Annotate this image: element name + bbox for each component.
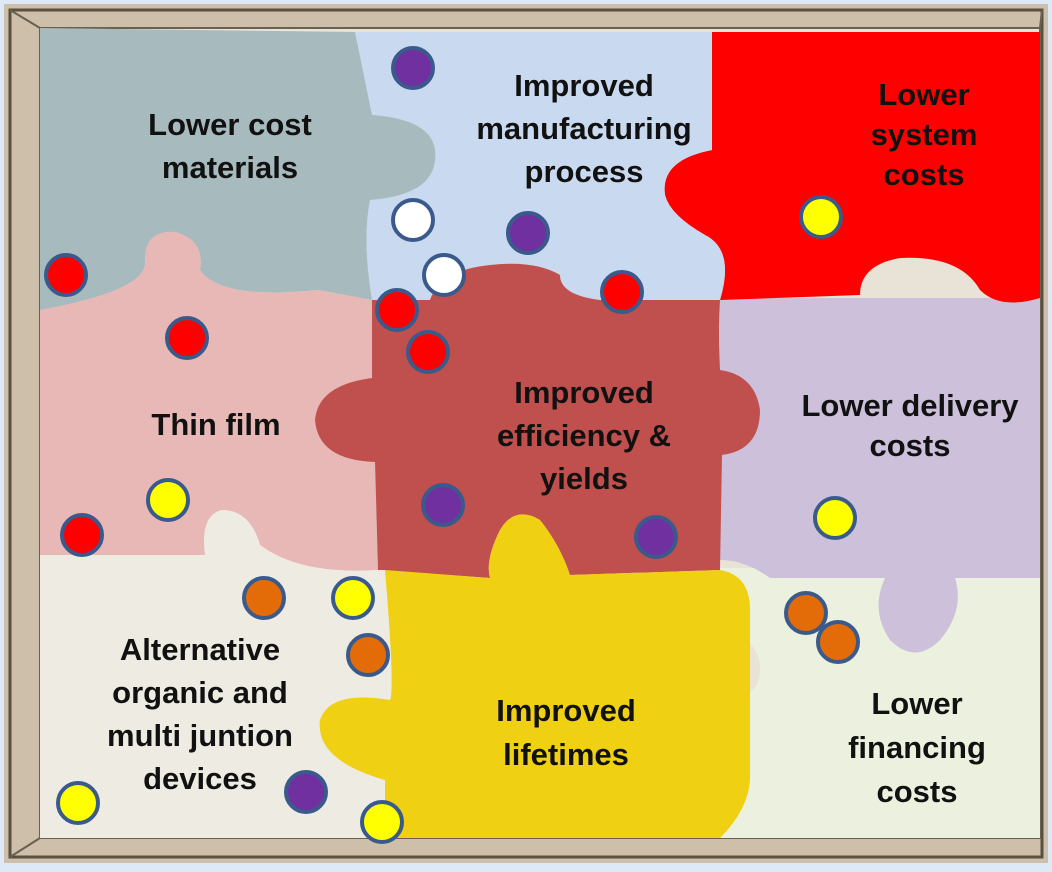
piece-label-line: system [871, 117, 978, 152]
piece-label-line: yields [540, 461, 628, 496]
dot-purple [506, 211, 550, 255]
piece-label-line: Alternative [120, 632, 280, 667]
dot-white [422, 253, 466, 297]
piece-label-line: Lower [871, 686, 962, 721]
piece-label-line: efficiency & [497, 418, 671, 453]
piece-lower-delivery-costs [718, 298, 1040, 653]
piece-lower-cost-materials [40, 28, 436, 310]
piece-label-line: Improved [514, 375, 654, 410]
piece-lower-system-costs [664, 32, 1040, 303]
piece-lower-financing-costs [705, 568, 1040, 838]
dot-orange [816, 620, 860, 664]
label-lower-financing-costs: Lower financing costs [848, 686, 986, 809]
dot-orange [784, 591, 828, 635]
dot-red [600, 270, 644, 314]
label-improved-manufacturing: Improved manufacturing process [476, 68, 691, 189]
piece-label-line: lifetimes [503, 737, 629, 772]
piece-label-line: Improved [514, 68, 654, 103]
dot-orange [242, 576, 286, 620]
piece-label-line: process [525, 154, 644, 189]
piece-label-line: costs [877, 774, 958, 809]
piece-label-line: costs [884, 157, 965, 192]
dot-yellow [56, 781, 100, 825]
piece-label-line: multi juntion [107, 718, 293, 753]
label-lower-delivery-costs: Lower delivery costs [801, 388, 1019, 463]
piece-label-line: Lower cost [148, 107, 312, 142]
dot-white [391, 198, 435, 242]
piece-label-line: financing [848, 730, 986, 765]
label-improved-lifetimes: Improved lifetimes [496, 693, 636, 772]
dot-purple [391, 46, 435, 90]
piece-label-line: Lower [878, 77, 969, 112]
dot-yellow [799, 195, 843, 239]
piece-label-line: Thin film [151, 407, 280, 442]
dot-yellow [813, 496, 857, 540]
label-lower-system-costs: Lower system costs [871, 77, 978, 192]
label-thin-film: Thin film [151, 407, 280, 442]
piece-label-line: organic and [112, 675, 288, 710]
piece-label-line: manufacturing [476, 111, 691, 146]
dots-layer [44, 46, 860, 844]
label-lower-cost-materials: Lower cost materials [148, 107, 312, 185]
piece-improved-lifetimes [319, 514, 750, 838]
dot-red [375, 288, 419, 332]
dot-purple [421, 483, 465, 527]
frame-corner-tr [1039, 9, 1043, 29]
piece-alternative-organic [40, 510, 392, 838]
label-improved-efficiency: Improved efficiency & yields [497, 375, 671, 496]
frame-outer-edge [8, 8, 1044, 859]
dot-purple [634, 515, 678, 559]
piece-improved-manufacturing [355, 32, 725, 300]
frame-corner-bl [9, 837, 41, 858]
dot-orange [346, 633, 390, 677]
dot-red [60, 513, 104, 557]
dot-yellow [146, 478, 190, 522]
dot-purple [284, 770, 328, 814]
piece-thin-film [40, 231, 378, 571]
dot-yellow [331, 576, 375, 620]
dot-red [44, 253, 88, 297]
frame-corner-tl [9, 9, 41, 29]
label-alternative-organic: Alternative organic and multi juntion devic… [107, 632, 293, 796]
dot-yellow [360, 800, 404, 844]
dot-red [165, 316, 209, 360]
piece-label-line: costs [870, 428, 951, 463]
piece-label-line: devices [143, 761, 257, 796]
piece-label-line: Improved [496, 693, 636, 728]
piece-label-line: materials [162, 150, 298, 185]
piece-label-line: Lower delivery [801, 388, 1019, 423]
dot-red [406, 330, 450, 374]
